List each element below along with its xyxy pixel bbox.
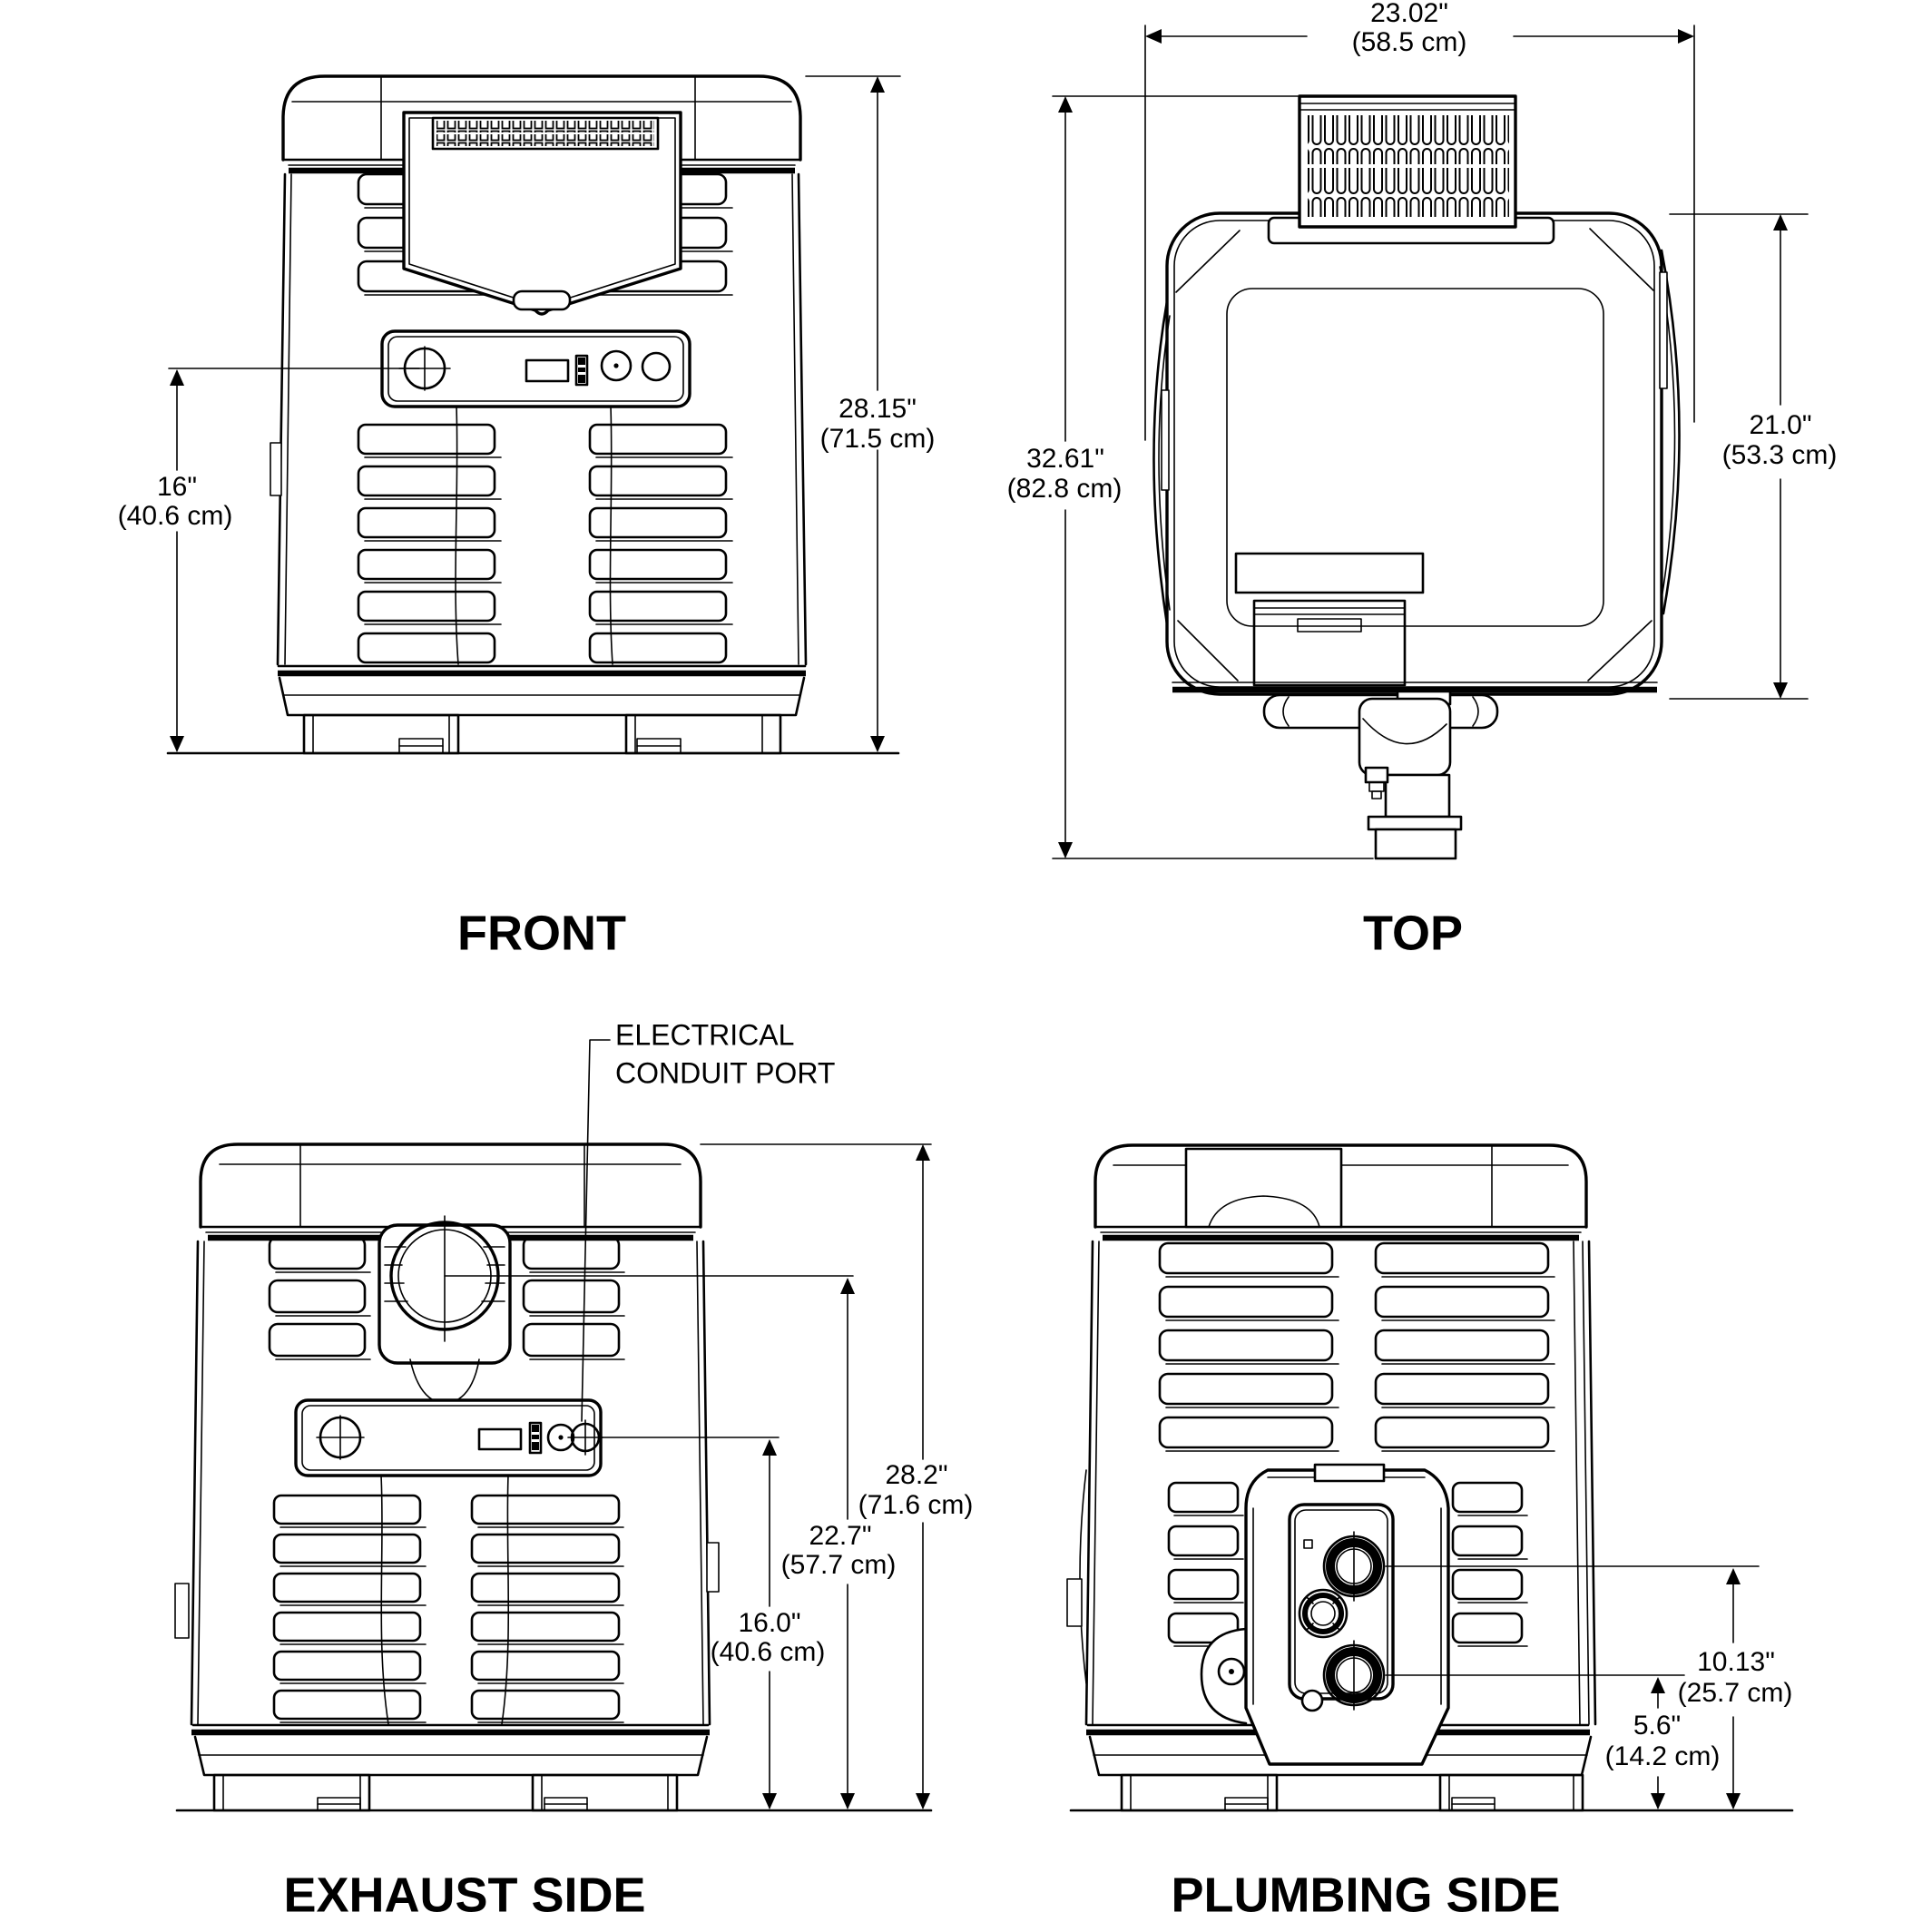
dim-text: (25.7 cm) (1678, 1678, 1793, 1708)
dim-text: 28.15" (839, 394, 917, 424)
drain-port (1217, 1657, 1246, 1686)
exhaust-control-panel (294, 1398, 603, 1725)
front-dim-panel-height: 16" (40.6 cm) (118, 368, 420, 752)
dim-text: (71.6 cm) (858, 1490, 974, 1520)
foot (1438, 1773, 1584, 1812)
front-control-panel (380, 329, 691, 665)
dim-text: (14.2 cm) (1605, 1741, 1721, 1771)
plumbing-dim-inlet-height: 10.13" (25.7 cm) (1678, 1568, 1793, 1809)
dim-text: (82.8 cm) (1007, 474, 1123, 504)
top-vent-block (1267, 94, 1555, 245)
dip-switch (574, 354, 589, 387)
shroud-label-plate (1313, 1463, 1386, 1483)
front-base (166, 664, 900, 755)
dim-text: (58.5 cm) (1352, 27, 1467, 57)
indicator-button (600, 349, 633, 382)
callout-text: CONDUIT PORT (615, 1056, 835, 1089)
side-hatch-tab (706, 1542, 720, 1593)
dim-text: (40.6 cm) (711, 1637, 826, 1667)
top-dim-body-depth: 21.0" (53.3 cm) (1669, 213, 1838, 700)
dim-text: 16.0" (738, 1608, 800, 1638)
display-window (477, 1427, 523, 1451)
plumbing-body (1066, 1240, 1597, 1726)
top-dim-width: 23.02" (58.5 cm) (1144, 0, 1695, 441)
pressure-switch-port (1298, 1588, 1348, 1639)
exhaust-view: ELECTRICAL CONDUIT PORT (174, 1018, 974, 1922)
plumbing-dim-outlet-height: 5.6" (14.2 cm) (1605, 1677, 1721, 1809)
dim-text: 23.02" (1370, 0, 1448, 28)
exhaust-dim-overall-height: 28.2" (71.6 cm) (858, 1144, 974, 1809)
dim-text: (53.3 cm) (1722, 440, 1838, 470)
exhaust-body (174, 1240, 720, 1726)
dim-text: 28.2" (885, 1460, 947, 1490)
dim-text: 5.6" (1633, 1711, 1681, 1741)
dim-text: 10.13" (1697, 1647, 1775, 1677)
top-body (1152, 211, 1681, 696)
top-control-box (1252, 599, 1407, 687)
plumbing-upper-louvers (1158, 1241, 1555, 1452)
plumbing-view: 10.13" (25.7 cm) 5.6" (14.2 cm) PLUMBING… (1066, 1143, 1794, 1922)
exhaust-base (175, 1723, 933, 1812)
exhaust-dim-panel-height: 16.0" (40.6 cm) (711, 1439, 826, 1809)
display-window (525, 358, 570, 383)
front-dim-overall-height: 28.15" (71.5 cm) (805, 75, 936, 752)
drain-boss (1200, 1627, 1248, 1725)
dip-switch (528, 1421, 543, 1455)
small-port (1300, 1689, 1324, 1712)
plumbing-view-label: PLUMBING SIDE (1171, 1868, 1560, 1922)
conduit-port-callout: ELECTRICAL CONDUIT PORT (581, 1018, 835, 1422)
dim-text: (71.5 cm) (820, 424, 936, 454)
front-view: 16" (40.6 cm) 28.15" (71.5 cm) FRONT (118, 74, 936, 960)
plumbing-shroud (1200, 1463, 1450, 1766)
dim-text: (40.6 cm) (118, 501, 233, 531)
dim-text: 32.61" (1026, 444, 1104, 474)
foot (1120, 1773, 1279, 1812)
exhaust-port-assembly (378, 1215, 512, 1405)
foot (531, 1773, 679, 1812)
top-view: 23.02" (58.5 cm) 32.61" (82.8 cm) 21.0" … (1007, 0, 1838, 960)
cap-recess (1184, 1147, 1343, 1229)
top-label-plate (1234, 552, 1425, 594)
front-lower-louvers (357, 423, 733, 667)
side-hatch-tab (174, 1583, 190, 1639)
foot (302, 713, 460, 755)
front-body (270, 172, 808, 666)
exhaust-lower-louvers (272, 1494, 624, 1723)
side-hatch-tab (1066, 1578, 1083, 1627)
dim-text: 16" (157, 472, 197, 502)
callout-text: ELECTRICAL (615, 1018, 794, 1051)
plumbing-top-cap (1093, 1143, 1588, 1241)
dim-text: (57.7 cm) (781, 1550, 897, 1580)
exhaust-upper-louvers (268, 1235, 625, 1360)
top-dim-overall-depth: 32.61" (82.8 cm) (1007, 95, 1374, 859)
top-plumbing-assembly (1262, 690, 1499, 860)
side-hatch-tab (270, 442, 282, 496)
foot (624, 713, 782, 755)
shield-notch (512, 289, 572, 311)
dim-text: 21.0" (1749, 410, 1811, 440)
front-view-label: FRONT (457, 906, 626, 960)
foot (212, 1773, 371, 1812)
plumbing-lower-louvers (1167, 1481, 1528, 1647)
exhaust-view-label: EXHAUST SIDE (283, 1868, 645, 1922)
conduit-port-front (641, 351, 672, 382)
front-vent-shield (402, 111, 682, 316)
top-view-label: TOP (1363, 906, 1463, 960)
exhaust-dim-port-height: 22.7" (57.7 cm) (781, 1278, 897, 1809)
dim-text: 22.7" (809, 1521, 871, 1551)
